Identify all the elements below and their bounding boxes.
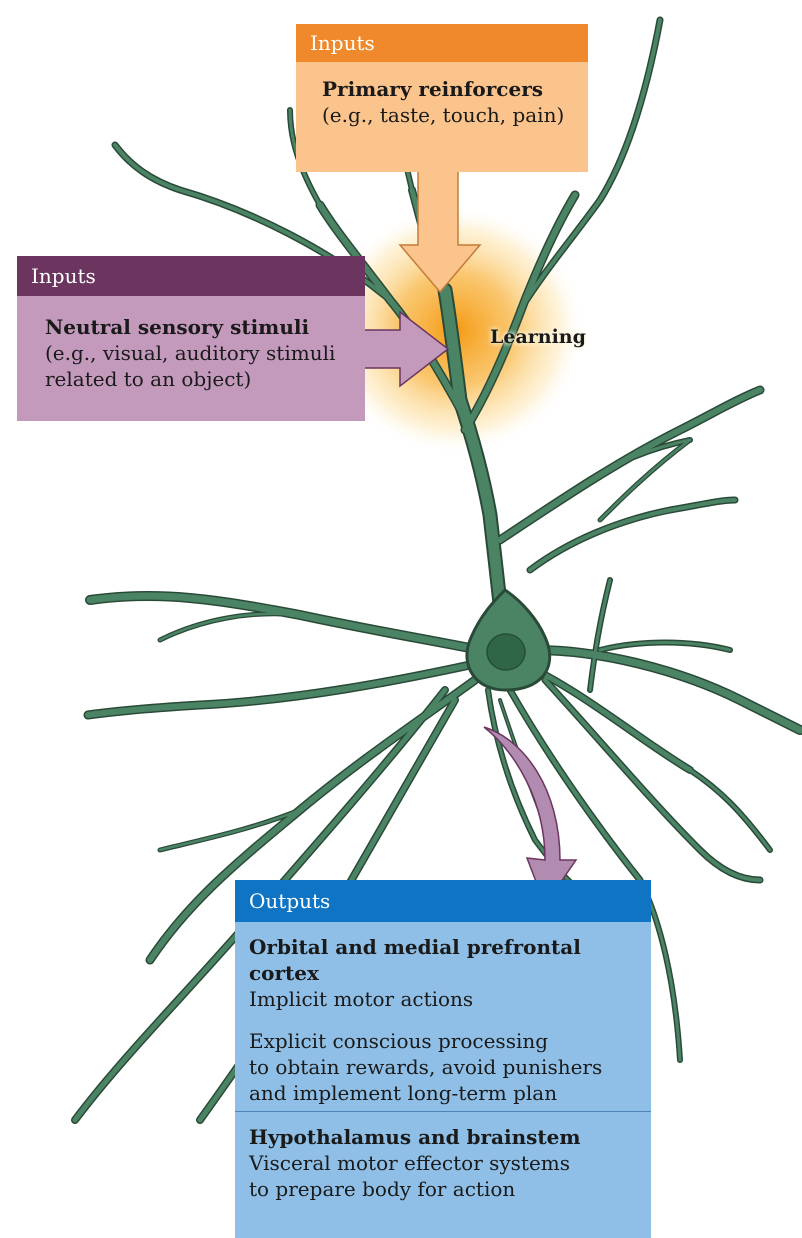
output-arrow xyxy=(484,727,576,905)
primary-reinforcers-detail: (e.g., taste, touch, pain) xyxy=(322,102,576,128)
outputs-header: Outputs xyxy=(235,880,651,922)
inputs-neutral-body: Neutral sensory stimuli (e.g., visual, a… xyxy=(17,296,365,421)
cortex-para-line3: and implement long-term plan xyxy=(249,1080,641,1106)
outputs-section-cortex: Orbital and medial prefrontal cortex Imp… xyxy=(235,922,651,1111)
hypothalamus-line2: to prepare body for action xyxy=(249,1176,641,1202)
learning-label: Learning xyxy=(490,326,586,348)
inputs-primary-header: Inputs xyxy=(296,24,588,62)
hypothalamus-line1: Visceral motor effector systems xyxy=(249,1150,641,1176)
inputs-primary-body: Primary reinforcers (e.g., taste, touch,… xyxy=(296,62,588,172)
nucleus xyxy=(487,634,525,670)
cortex-para-line1: Explicit conscious processing xyxy=(249,1028,641,1054)
primary-reinforcers-title: Primary reinforcers xyxy=(322,76,576,102)
cortex-line1: Implicit motor actions xyxy=(249,986,641,1012)
outputs-section-hypothalamus: Hypothalamus and brainstem Visceral moto… xyxy=(235,1111,651,1238)
neutral-stimuli-detail-line2: related to an object) xyxy=(45,366,355,392)
cortex-para-line2: to obtain rewards, avoid punishers xyxy=(249,1054,641,1080)
hypothalamus-title: Hypothalamus and brainstem xyxy=(249,1124,641,1150)
inputs-primary-box: Inputs Primary reinforcers (e.g., taste,… xyxy=(296,24,588,172)
cortex-title: Orbital and medial prefrontal cortex xyxy=(249,934,641,986)
outputs-box: Outputs Orbital and medial prefrontal co… xyxy=(235,880,651,1238)
neutral-stimuli-detail-line1: (e.g., visual, auditory stimuli xyxy=(45,340,355,366)
inputs-neutral-header: Inputs xyxy=(17,256,365,296)
neutral-stimuli-title: Neutral sensory stimuli xyxy=(45,314,355,340)
inputs-neutral-box: Inputs Neutral sensory stimuli (e.g., vi… xyxy=(17,256,365,421)
